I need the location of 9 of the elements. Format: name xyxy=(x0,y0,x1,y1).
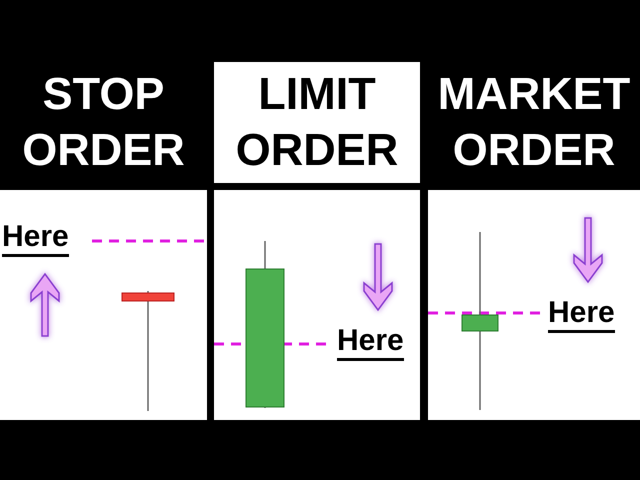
chart-panel xyxy=(428,190,640,420)
heading: MARKET ORDER xyxy=(436,67,632,177)
price-label: Here xyxy=(337,324,404,361)
heading-box xyxy=(214,62,420,183)
heading: STOP ORDER xyxy=(21,67,186,177)
chart-panel xyxy=(0,190,207,420)
price-label: Here xyxy=(2,220,69,257)
heading: LIMIT ORDER xyxy=(234,67,400,177)
price-label: Here xyxy=(548,296,615,333)
